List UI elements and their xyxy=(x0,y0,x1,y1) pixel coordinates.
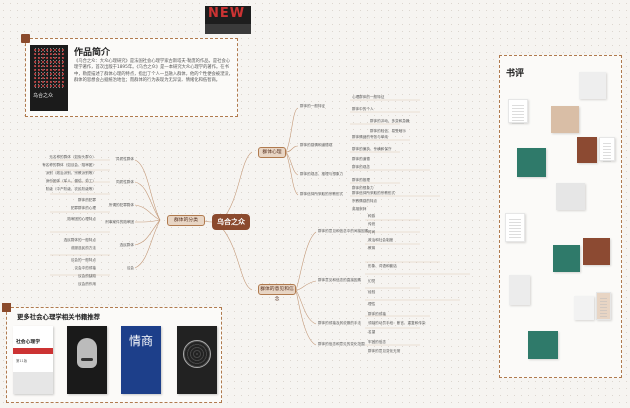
review-note[interactable] xyxy=(599,137,615,163)
bottom-leaf[interactable]: 名望 xyxy=(368,330,376,334)
top-group[interactable]: 群体信仰所采取的宗教形式 xyxy=(300,192,344,196)
bottom-leaf[interactable]: 幻觉 xyxy=(368,279,376,283)
top-leaf[interactable]: 群体中的个人 xyxy=(352,107,374,111)
book-cover-crowd[interactable] xyxy=(177,326,217,394)
bottom-leaf[interactable]: 理性 xyxy=(368,302,376,306)
bottom-leaf[interactable]: 时间 xyxy=(368,230,376,234)
new-banner-text: NEW xyxy=(208,6,246,21)
left-leaf[interactable]: 有名称的群体（如议会、陪审团） xyxy=(42,163,96,167)
more-books-card: 更多社会心理学相关书籍推荐 社会心理学 第11版 情商 xyxy=(2,303,222,403)
review-swatch[interactable] xyxy=(574,296,594,320)
bottom-leaf[interactable]: 教育 xyxy=(368,246,376,250)
intro-book-cover: 乌合之众 xyxy=(30,45,68,111)
review-title: 书评 xyxy=(506,69,525,79)
review-swatch[interactable] xyxy=(579,72,606,99)
book-cover-social-psychology[interactable]: 社会心理学 第11版 xyxy=(13,326,53,394)
bottom-group[interactable]: 群体的意见和信念中的间接因素 xyxy=(318,229,369,233)
more-books-title: 更多社会心理学相关书籍推荐 xyxy=(17,313,101,321)
top-leaf[interactable]: 群体情绪的夸张与单纯 xyxy=(352,135,388,139)
book-title: 社会心理学 xyxy=(16,340,40,345)
bottom-leaf[interactable]: 种族 xyxy=(368,214,376,218)
top-leaf[interactable]: 群体的冲动、多变和急躁 xyxy=(370,119,410,123)
bottom-leaf[interactable]: 领袖的动员手段：断言、重复和传染 xyxy=(368,321,426,325)
top-leaf[interactable]: 群体的道德 xyxy=(352,157,370,161)
intro-text: 《乌合之众：大众心理研究》是法国社会心理学家古斯塔夫·勒庞的作品，是社会心理学著… xyxy=(74,59,233,84)
intro-title: 作品简介 xyxy=(74,48,111,58)
top-leaf[interactable]: 群体的偏执、专横和保守 xyxy=(352,147,392,151)
review-note[interactable] xyxy=(596,292,611,320)
review-swatch[interactable] xyxy=(517,148,546,177)
bottom-leaf[interactable]: 经验 xyxy=(368,290,376,294)
top-leaf[interactable]: 群体的想象力 xyxy=(352,186,374,190)
new-banner: NEW xyxy=(205,6,251,34)
left-group[interactable]: 异质性群体 xyxy=(116,157,134,161)
review-swatch[interactable] xyxy=(528,331,558,359)
left-group[interactable]: 所谓的犯罪群体 xyxy=(108,203,134,207)
top-leaf[interactable]: 英雄崇拜 xyxy=(352,207,367,211)
branch-group-opinions[interactable]: 群体的意见和信念 xyxy=(258,284,296,302)
branch-group-psychology[interactable]: 群体心理 xyxy=(258,147,286,158)
branch-group-classification[interactable]: 群体的分类 xyxy=(167,215,205,226)
mask-icon xyxy=(77,338,97,368)
book-cover-pattern xyxy=(33,48,65,88)
review-note[interactable] xyxy=(505,213,525,242)
bottom-leaf[interactable]: 形象、词语和套话 xyxy=(368,264,397,268)
left-leaf[interactable]: 说服选民的方法 xyxy=(70,246,96,250)
left-leaf[interactable]: 犯罪群体的心理 xyxy=(70,206,96,210)
bottom-group[interactable]: 群体的领袖及其说服的手法 xyxy=(318,321,362,325)
review-swatch[interactable] xyxy=(577,137,597,163)
new-banner-stripe xyxy=(205,24,251,34)
book-subtitle: 第11版 xyxy=(16,359,28,363)
bottom-leaf[interactable]: 传统 xyxy=(368,222,376,226)
book-title: 情商 xyxy=(128,334,153,348)
left-group[interactable]: 议会 xyxy=(126,266,134,270)
book-cover-emotional-intelligence[interactable]: 情商 xyxy=(121,326,161,394)
bottom-leaf[interactable]: 政治和社会制度 xyxy=(368,238,394,242)
left-leaf[interactable]: 议会的一般特点 xyxy=(70,258,96,262)
top-group[interactable]: 群体的感情和道德观 xyxy=(300,143,333,147)
top-leaf[interactable]: 群体的推理 xyxy=(352,178,370,182)
intro-book-title: 乌合之众 xyxy=(33,93,54,99)
top-leaf[interactable]: 宗教情感的特点 xyxy=(352,199,378,203)
bottom-group[interactable]: 群体意见和信念的直接因素 xyxy=(318,278,362,282)
intro-card[interactable]: 乌合之众 作品简介 《乌合之众：大众心理研究》是法国社会心理学家古斯塔夫·勒庞的… xyxy=(21,34,238,117)
left-leaf[interactable]: 派别（政治派别、宗教派别等） xyxy=(45,171,96,175)
left-leaf[interactable]: 议会的作用 xyxy=(78,282,96,286)
left-leaf[interactable]: 群体的犯罪 xyxy=(78,198,96,202)
left-leaf[interactable]: 身份团体（军人、僧侣、劳工） xyxy=(45,179,96,183)
review-swatch[interactable] xyxy=(556,183,585,210)
top-leaf[interactable]: 心理群体的一般特征 xyxy=(352,95,385,99)
bottom-leaf[interactable]: 群体的领袖 xyxy=(368,312,386,316)
book-cover-mask[interactable] xyxy=(67,326,107,394)
bottom-group[interactable]: 群体的信念和意见的变化范围 xyxy=(318,342,365,346)
left-leaf[interactable]: 阶级（中产阶级、农民阶级等） xyxy=(45,187,96,191)
review-swatch[interactable] xyxy=(583,238,610,265)
top-group[interactable]: 群体的观念、推理与想象力 xyxy=(300,172,344,176)
mindmap-root[interactable]: 乌合之众 xyxy=(212,214,250,230)
crowd-circle-icon xyxy=(183,340,211,368)
bottom-leaf[interactable]: 牢固的信念 xyxy=(368,340,386,344)
review-swatch[interactable] xyxy=(551,106,579,133)
left-leaf[interactable]: 选民群体的一般特点 xyxy=(63,238,96,242)
review-swatch[interactable] xyxy=(553,245,580,272)
left-group[interactable]: 刑事案件的陪审团 xyxy=(105,220,134,224)
left-leaf[interactable]: 无名称的群体（如街头群众） xyxy=(49,155,96,159)
top-leaf[interactable]: 群体的观念 xyxy=(352,165,370,169)
top-group[interactable]: 群体的一般特征 xyxy=(300,104,326,108)
left-group[interactable]: 选民群体 xyxy=(119,243,134,247)
book-red-band xyxy=(13,348,53,354)
review-swatch[interactable] xyxy=(509,275,530,305)
left-leaf[interactable]: 议会中的领袖 xyxy=(74,266,96,270)
top-leaf[interactable]: 群体的轻信、易受暗示 xyxy=(370,129,406,133)
left-leaf[interactable]: 陪审团的心理特点 xyxy=(67,217,96,221)
bottom-leaf[interactable]: 群体的意见变化无常 xyxy=(368,349,401,353)
top-leaf[interactable]: 群体信仰所采取的宗教形式 xyxy=(352,191,396,195)
review-note[interactable] xyxy=(508,99,528,125)
left-leaf[interactable]: 议会的缺陷 xyxy=(78,274,96,278)
left-group[interactable]: 同质性群体 xyxy=(116,180,134,184)
